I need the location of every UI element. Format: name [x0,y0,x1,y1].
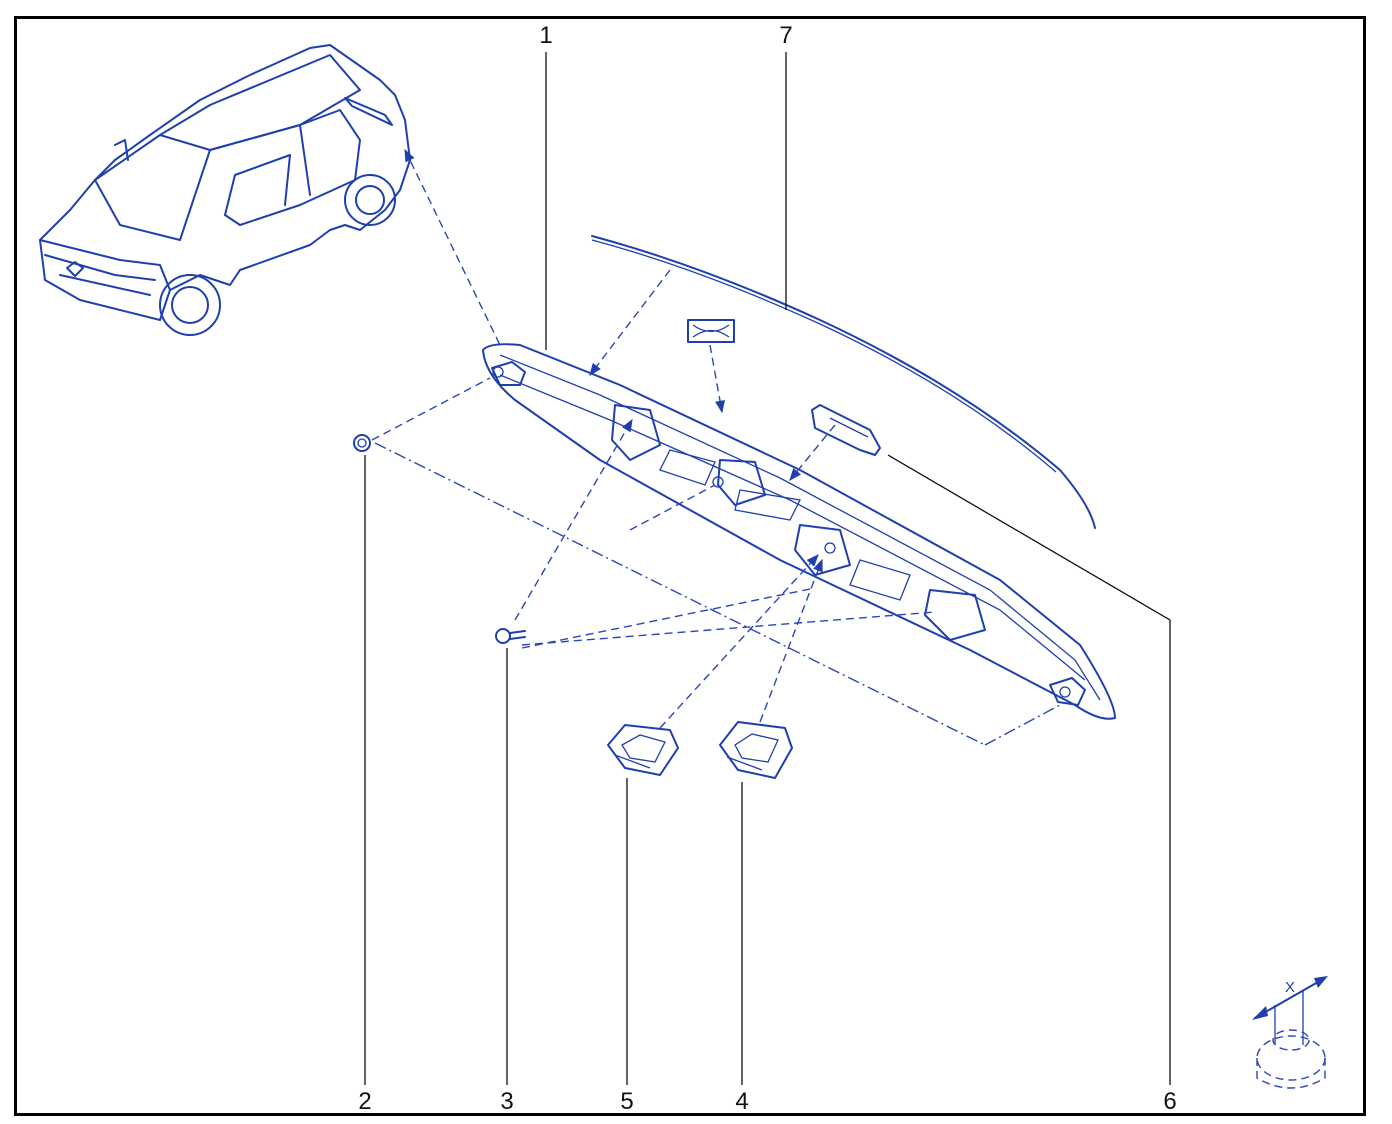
callout-2: 2 [358,1088,372,1115]
callout-1: 1 [539,22,553,49]
nut-part [353,434,371,452]
trim-panel [482,343,1116,720]
adhesive-label-symbol [687,319,735,343]
callout-5: 5 [620,1088,634,1115]
callout-4: 4 [735,1088,749,1115]
module-part-4 [719,721,793,779]
dimension-x-label: X [1284,979,1296,996]
callout-3: 3 [500,1088,514,1115]
seal-strip [591,235,1096,529]
vehicle-illustration [39,44,411,336]
assembly-guide-lines [371,148,1061,746]
module-part-5 [607,724,679,776]
rivet-symbol [1252,976,1328,1089]
callout-6: 6 [1163,1088,1177,1115]
diagram-frame [14,16,1366,1116]
clip-part [811,404,881,456]
callout-leaders [364,52,1171,1085]
screw-part [495,628,526,644]
callout-7: 7 [779,22,793,49]
